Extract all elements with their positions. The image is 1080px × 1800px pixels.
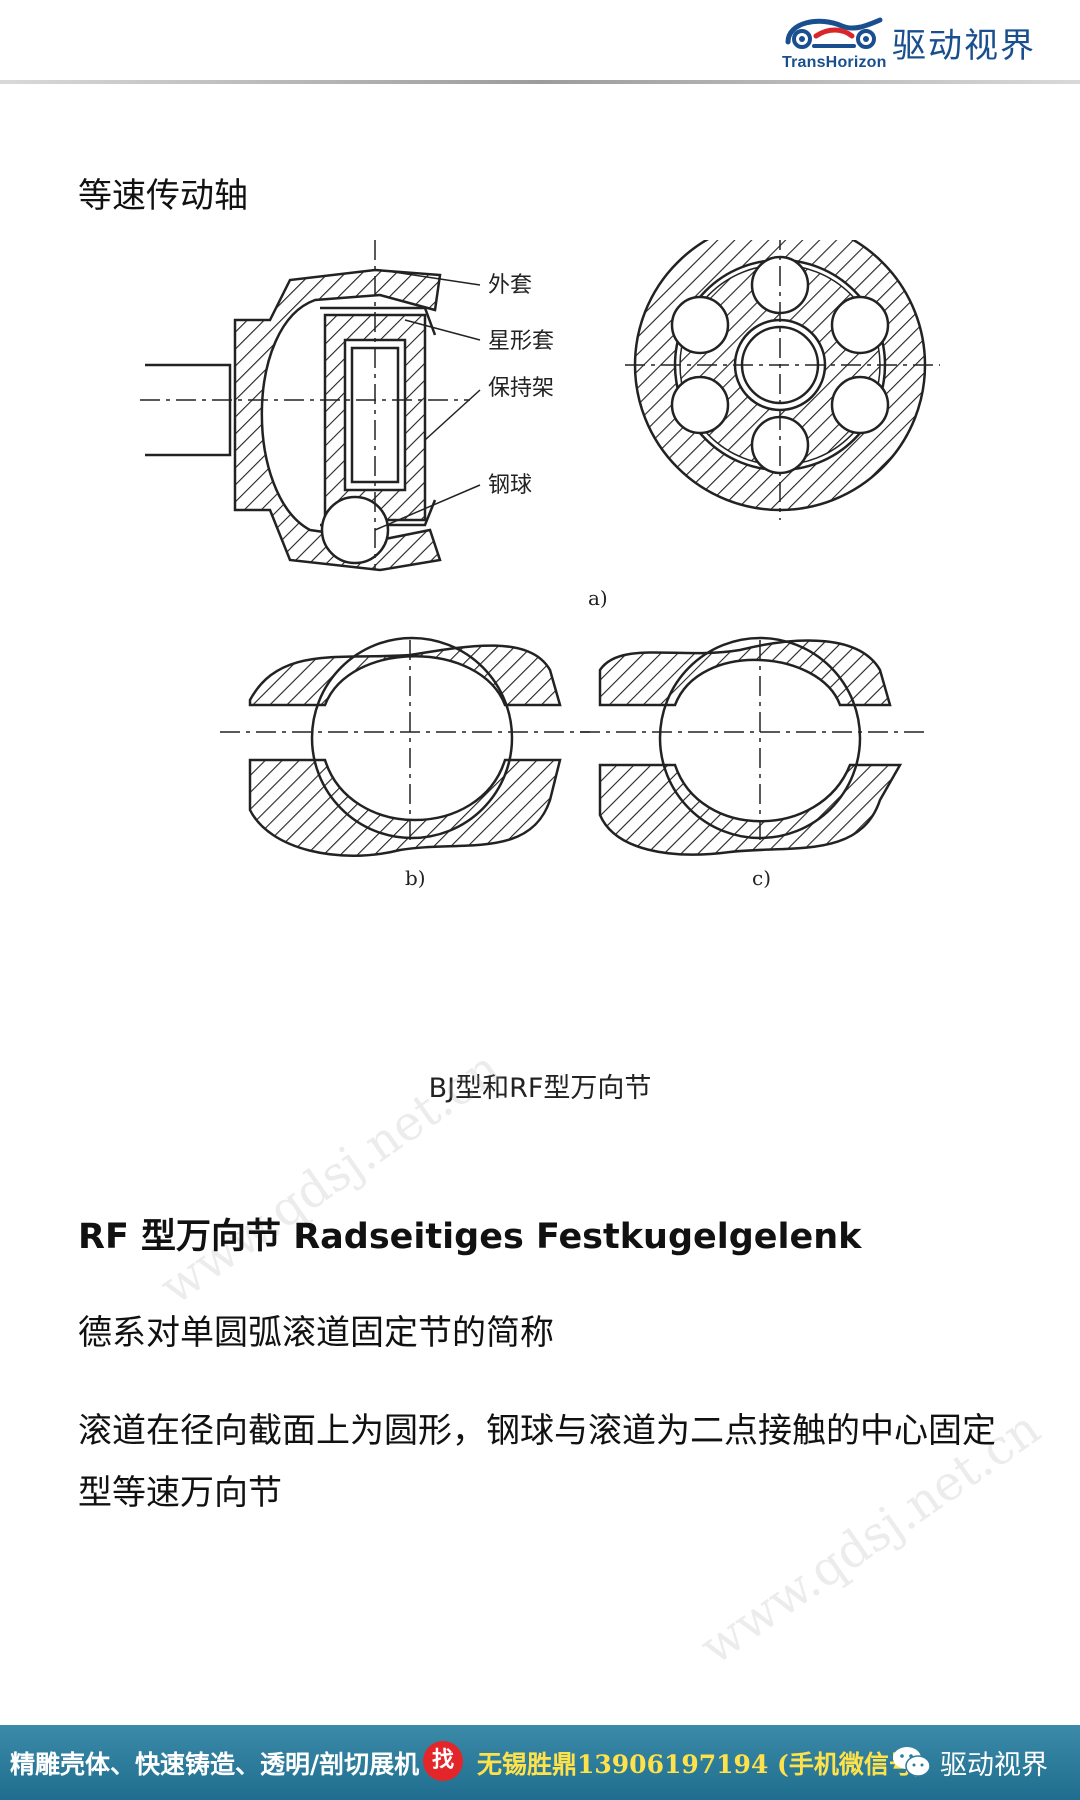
logo-text-cn: 驱动视界 (892, 26, 1036, 66)
footer-ad-banner[interactable]: 精雕壳体、快速铸造、透明/剖切展机 找 无锡胜鼎13906197194 (手机微… (0, 1725, 1080, 1800)
brand-logo[interactable]: TransHorizon 驱动视界 (780, 10, 1050, 76)
joint-diagram: 外套 星形套 保持架 钢球 a) b) c) (140, 240, 940, 890)
footer-brand: 驱动视界 (940, 1750, 1048, 1781)
footer-contact: 无锡胜鼎13906197194 (手机微信号) (477, 1750, 926, 1779)
label-cage: 保持架 (488, 376, 554, 401)
paragraph-description: 滚道在径向截面上为圆形，钢球与滚道为二点接触的中心固定型等速万向节 (78, 1411, 996, 1513)
label-c: c) (752, 866, 771, 890)
bj-section-view (140, 240, 481, 572)
find-badge: 找 (423, 1741, 463, 1781)
label-outer-race: 外套 (488, 273, 532, 298)
rf-groove-b (220, 636, 590, 857)
paragraph-definition: 德系对单圆弧滚道固定节的简称 (78, 1313, 554, 1353)
logo-swirl-icon (785, 17, 883, 49)
header-bar: TransHorizon 驱动视界 (0, 0, 1080, 82)
rf-groove-c (580, 636, 930, 856)
label-b: b) (405, 866, 426, 890)
label-inner-race: 星形套 (488, 329, 554, 354)
wechat-icon (893, 1747, 931, 1777)
section-title: 等速传动轴 (78, 176, 248, 216)
label-ball: 钢球 (488, 473, 532, 498)
header-divider (0, 80, 1080, 84)
rf-heading: RF 型万向节 Radseitiges Festkugelgelenk (78, 1217, 862, 1257)
figure-caption: BJ型和RF型万向节 (428, 1073, 652, 1104)
logo-text-en: TransHorizon (782, 54, 887, 71)
label-a: a) (588, 586, 608, 610)
footer-ad-text: 精雕壳体、快速铸造、透明/剖切展机 (10, 1750, 420, 1779)
bj-front-view (625, 240, 940, 520)
